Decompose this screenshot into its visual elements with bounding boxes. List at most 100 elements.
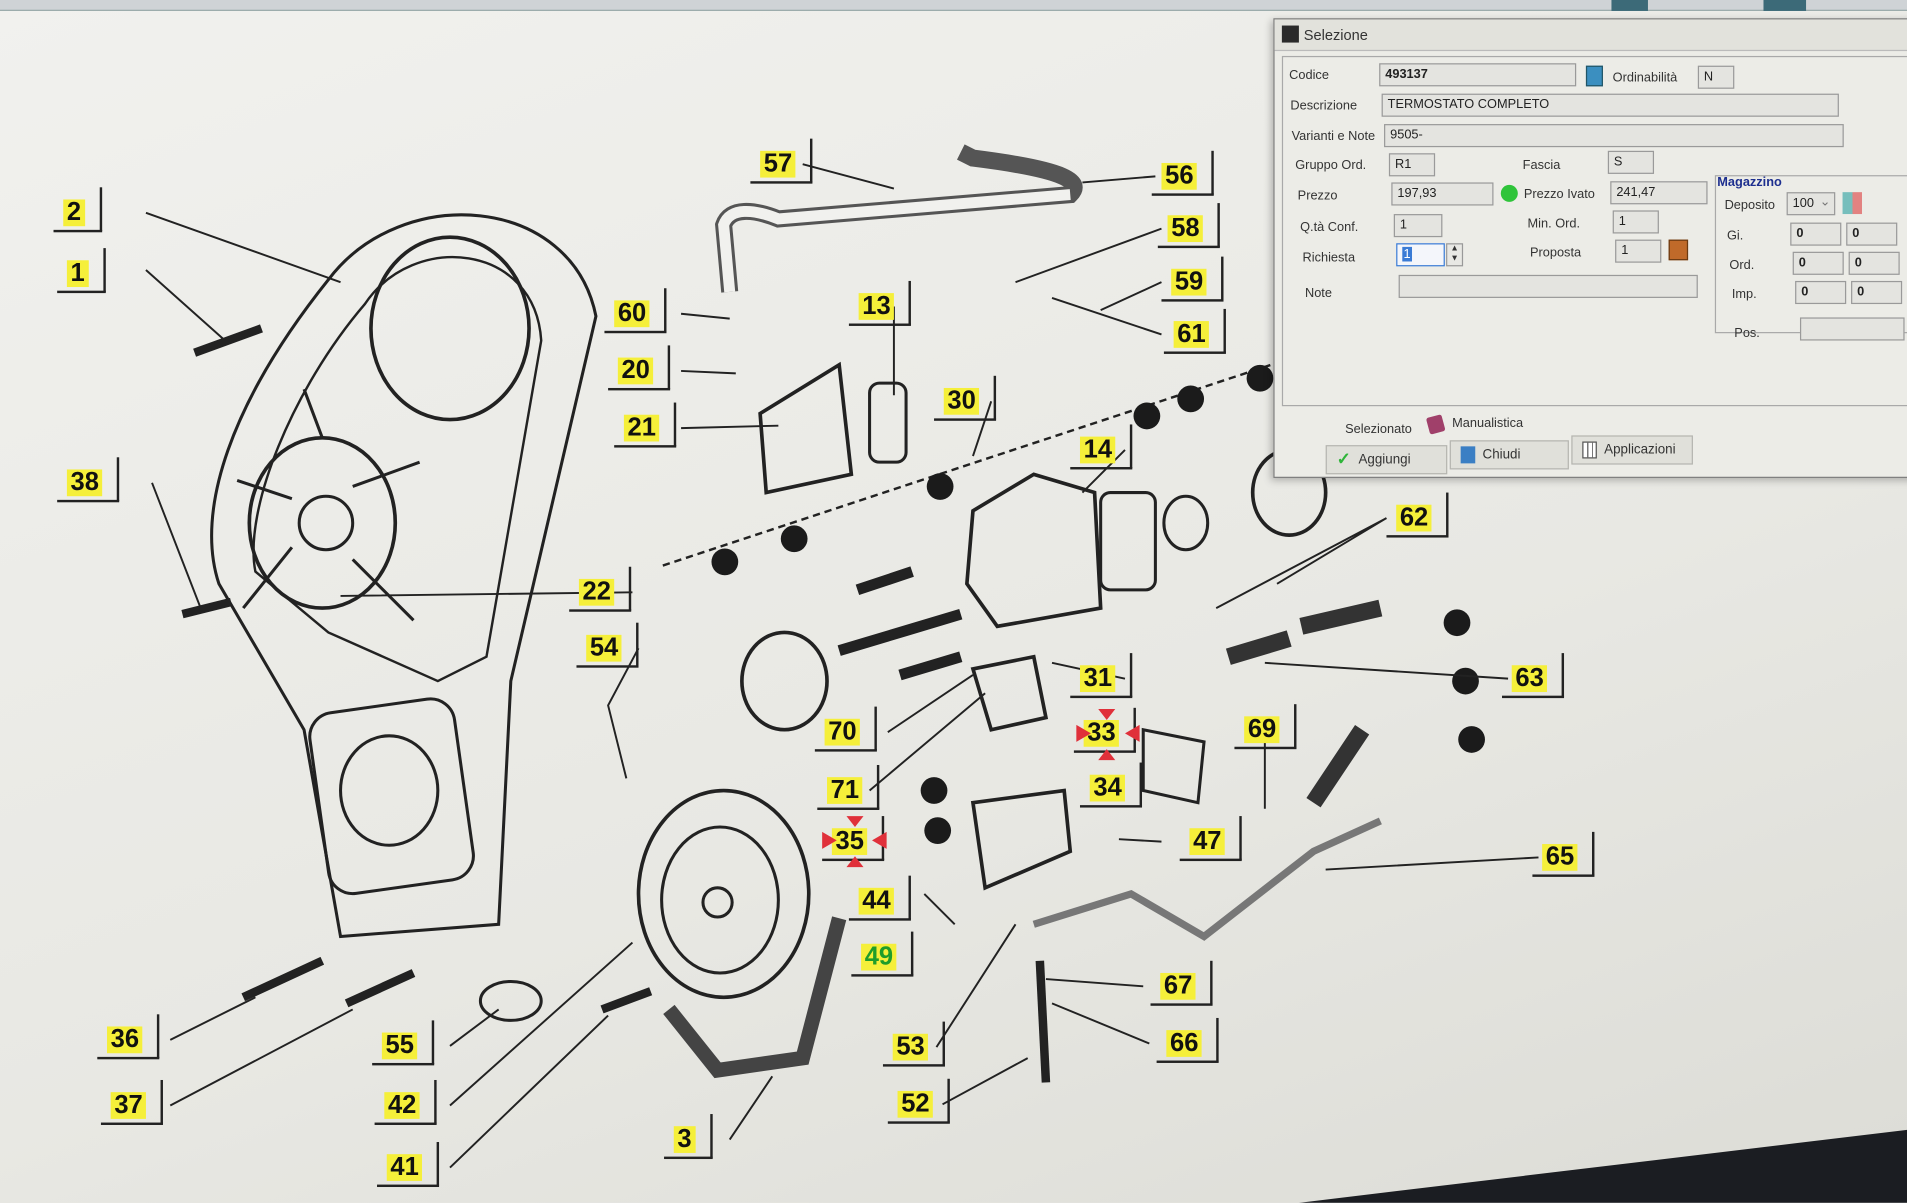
callout-38[interactable]: 38 <box>57 457 121 503</box>
callout-41[interactable]: 41 <box>376 1142 441 1188</box>
callout-71[interactable]: 71 <box>817 764 881 810</box>
descrizione-label: Descrizione <box>1290 98 1358 114</box>
callout-60[interactable]: 60 <box>604 288 668 334</box>
applicazioni-label: Applicazioni <box>1604 442 1676 458</box>
codice-label: Codice <box>1289 68 1329 83</box>
gi-field-1[interactable]: 0 <box>1790 222 1842 246</box>
document-icon[interactable] <box>1585 65 1603 87</box>
manual-book-icon[interactable] <box>1425 414 1446 435</box>
callout-61[interactable]: 61 <box>1163 308 1228 354</box>
min-ord-field[interactable]: 1 <box>1612 210 1659 234</box>
callout-59[interactable]: 59 <box>1161 256 1225 302</box>
order-box-icon[interactable] <box>1668 239 1689 261</box>
deposito-select[interactable]: 100⌄ <box>1786 192 1836 216</box>
callout-69[interactable]: 69 <box>1234 704 1298 750</box>
callout-13[interactable]: 13 <box>848 280 913 326</box>
callout-30[interactable]: 30 <box>933 375 998 421</box>
ord-label: Ord. <box>1729 257 1755 273</box>
note-label: Note <box>1304 285 1332 301</box>
callout-54[interactable]: 54 <box>576 622 640 668</box>
callout-31[interactable]: 31 <box>1070 653 1134 699</box>
chiudi-label: Chiudi <box>1482 447 1521 463</box>
callout-36[interactable]: 36 <box>97 1014 161 1060</box>
callout-3[interactable]: 3 <box>664 1114 712 1160</box>
callout-52[interactable]: 52 <box>887 1078 951 1124</box>
varianti-label: Varianti e Note <box>1291 128 1376 144</box>
water-pump-part <box>965 472 1103 629</box>
monitor-bezel <box>1298 1129 1907 1203</box>
qta-conf-label: Q.tà Conf. <box>1300 220 1359 235</box>
callout-37[interactable]: 37 <box>100 1079 165 1125</box>
callout-67[interactable]: 67 <box>1150 960 1214 1006</box>
callout-1[interactable]: 1 <box>57 248 105 294</box>
magazzino-title: Magazzino <box>1717 175 1782 190</box>
stepper-up-icon[interactable]: ▲ <box>1450 244 1459 253</box>
fascia-label: Fascia <box>1522 158 1561 173</box>
callout-65[interactable]: 65 <box>1532 831 1596 877</box>
richiesta-spinner[interactable]: 1 <box>1396 243 1445 267</box>
grid-icon <box>1582 441 1597 459</box>
gi-field-2[interactable]: 0 <box>1846 222 1898 246</box>
chiudi-button[interactable]: Chiudi <box>1449 440 1569 470</box>
callout-33[interactable]: 33 <box>1073 707 1138 753</box>
richiesta-stepper[interactable]: ▲▼ <box>1446 243 1464 267</box>
ord-field-1[interactable]: 0 <box>1792 251 1844 275</box>
callout-20[interactable]: 20 <box>607 345 672 391</box>
gruppo-ord-field[interactable]: R1 <box>1388 153 1436 177</box>
ord-field-2[interactable]: 0 <box>1848 251 1900 275</box>
callout-55[interactable]: 55 <box>372 1020 436 1066</box>
imp-field-2[interactable]: 0 <box>1851 280 1903 305</box>
callout-57[interactable]: 57 <box>750 138 814 184</box>
dialog-title: Selezione <box>1303 26 1368 44</box>
codice-field[interactable]: 493137 <box>1379 63 1577 87</box>
callout-14[interactable]: 14 <box>1070 424 1134 470</box>
dialog-title-bar[interactable]: Selezione <box>1274 19 1907 52</box>
pos-label: Pos. <box>1734 325 1760 341</box>
callout-2[interactable]: 2 <box>53 187 102 233</box>
ordinabilita-field[interactable]: N <box>1697 65 1735 89</box>
descrizione-field[interactable]: TERMOSTATO COMPLETO <box>1381 93 1839 117</box>
note-field[interactable] <box>1398 274 1698 298</box>
warehouse-icon[interactable] <box>1842 192 1863 215</box>
aggiungi-button[interactable]: ✓Aggiungi <box>1325 445 1448 475</box>
richiesta-label: Richiesta <box>1302 250 1356 266</box>
callout-47[interactable]: 47 <box>1179 816 1243 862</box>
prezzo-label: Prezzo <box>1297 188 1338 204</box>
callout-49[interactable]: 49 <box>851 931 915 977</box>
toolbar-icon[interactable] <box>1611 0 1648 11</box>
callout-22[interactable]: 22 <box>569 566 633 612</box>
timing-cover-part <box>210 213 598 939</box>
prezzo-ivato-field[interactable]: 241,47 <box>1610 181 1708 205</box>
callout-56[interactable]: 56 <box>1151 150 1215 196</box>
pos-field[interactable] <box>1799 317 1905 341</box>
callout-44[interactable]: 44 <box>848 875 913 921</box>
availability-status-dot-icon <box>1500 184 1518 202</box>
applicazioni-button[interactable]: Applicazioni <box>1571 435 1693 465</box>
toolbar-icon[interactable] <box>1763 0 1807 11</box>
min-ord-label: Min. Ord. <box>1527 216 1581 232</box>
callout-58[interactable]: 58 <box>1157 203 1221 249</box>
prezzo-field[interactable]: 197,93 <box>1391 182 1494 206</box>
callout-63[interactable]: 63 <box>1501 653 1566 699</box>
callout-42[interactable]: 42 <box>374 1079 438 1125</box>
stepper-down-icon[interactable]: ▼ <box>1450 254 1459 263</box>
callout-21[interactable]: 21 <box>614 402 678 448</box>
fascia-field[interactable]: S <box>1607 150 1655 174</box>
callout-62[interactable]: 62 <box>1386 492 1450 538</box>
manualistica-link[interactable]: Manualistica <box>1452 415 1524 431</box>
selected-part-marker-33 <box>1076 709 1140 761</box>
callout-34[interactable]: 34 <box>1079 762 1144 808</box>
proposta-field[interactable]: 1 <box>1615 239 1662 263</box>
callout-66[interactable]: 66 <box>1156 1017 1220 1063</box>
qta-conf-field[interactable]: 1 <box>1393 214 1443 238</box>
ordinabilita-label: Ordinabilità <box>1612 70 1678 86</box>
callout-53[interactable]: 53 <box>882 1021 947 1067</box>
imp-field-1[interactable]: 0 <box>1795 280 1847 305</box>
richiesta-value: 1 <box>1402 246 1412 262</box>
imp-label: Imp. <box>1731 287 1757 302</box>
callout-70[interactable]: 70 <box>814 706 878 752</box>
proposta-label: Proposta <box>1529 245 1582 261</box>
varianti-field[interactable]: 9505- <box>1384 124 1844 148</box>
